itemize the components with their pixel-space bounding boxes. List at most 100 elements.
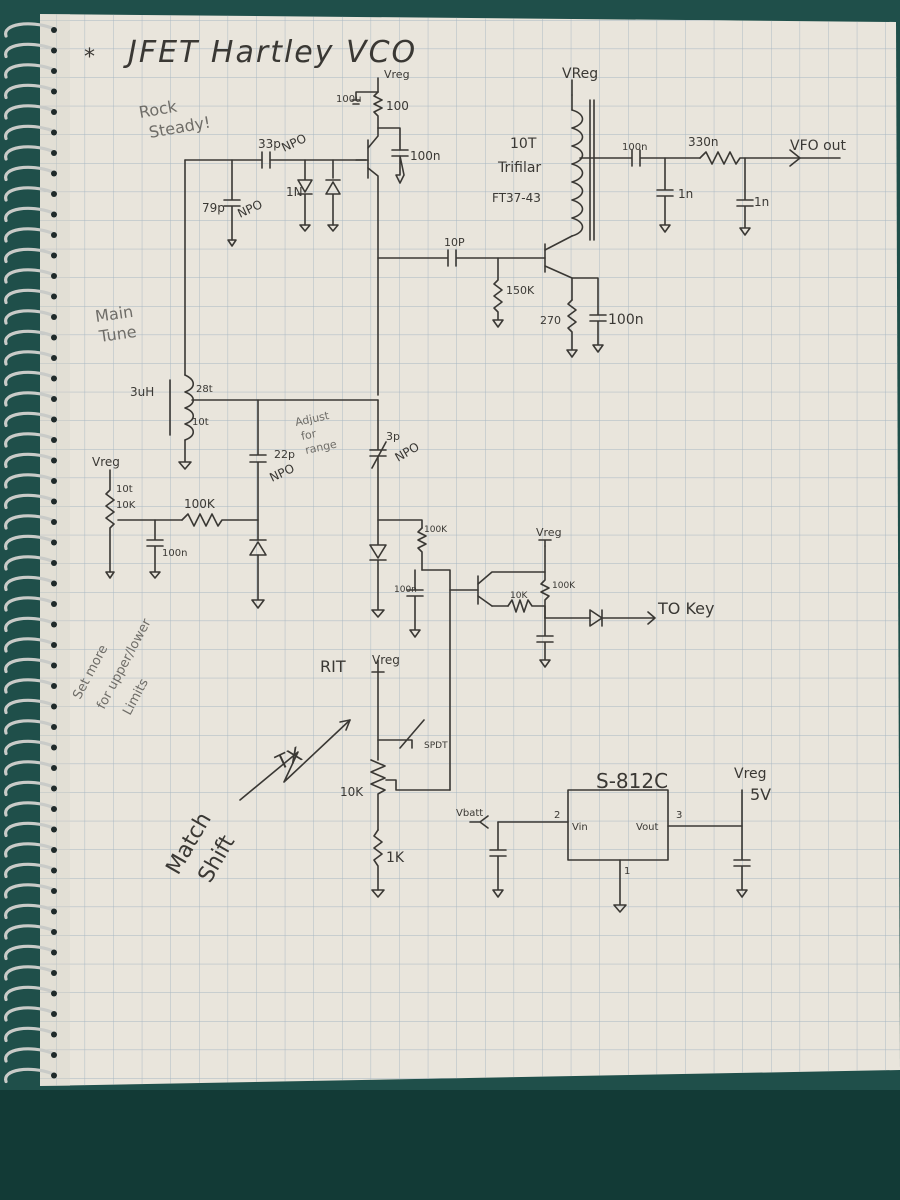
spiral-hole bbox=[51, 949, 57, 956]
spiral-hole bbox=[51, 683, 57, 689]
spiral-ring bbox=[4, 944, 54, 961]
spiral-ring bbox=[4, 63, 54, 79]
spiral-hole bbox=[51, 129, 57, 136]
spiral-hole bbox=[51, 642, 57, 648]
spiral-ring bbox=[4, 1006, 54, 1022]
spiral-ring bbox=[4, 637, 54, 653]
label-3uh: 3uH bbox=[130, 385, 154, 399]
schematic-lines bbox=[105, 77, 841, 913]
spiral-hole bbox=[51, 785, 57, 792]
note-adjust-2: for bbox=[300, 427, 318, 443]
spiral-hole bbox=[51, 744, 57, 751]
spiral-hole bbox=[51, 826, 57, 833]
spiral-hole bbox=[51, 457, 57, 464]
spiral-ring bbox=[4, 145, 54, 161]
spiral-ring bbox=[4, 309, 54, 325]
spiral-hole bbox=[51, 232, 57, 238]
spiral-ring bbox=[4, 657, 54, 674]
spiral-hole bbox=[51, 498, 57, 505]
label-c10p: 10P bbox=[444, 236, 465, 249]
label-r1k: 1K bbox=[386, 850, 405, 866]
label-l330n: 330n bbox=[688, 135, 719, 149]
spiral-ring bbox=[4, 227, 54, 243]
label-r10k-key: 10K bbox=[510, 591, 528, 601]
spiral-ring bbox=[4, 104, 54, 120]
label-vreg-tune: Vreg bbox=[92, 455, 120, 469]
spiral-ring bbox=[4, 739, 54, 756]
label-vin: Vin bbox=[572, 822, 588, 833]
spiral-ring bbox=[4, 268, 54, 284]
spiral-ring bbox=[4, 842, 54, 858]
label-pot-10t: 10t bbox=[116, 484, 133, 495]
spiral-ring bbox=[4, 760, 54, 776]
label-pin1: 1 bbox=[624, 866, 630, 877]
spiral-hole bbox=[51, 293, 57, 300]
spiral-hole bbox=[51, 396, 57, 402]
label-10t: 10t bbox=[192, 417, 209, 428]
label-r100u: 100u bbox=[336, 94, 361, 105]
spiral-ring bbox=[4, 514, 54, 530]
spiral-ring bbox=[4, 391, 54, 407]
label-28t: 28t bbox=[196, 384, 213, 395]
spiral-ring bbox=[4, 22, 54, 38]
spiral-hole bbox=[51, 847, 57, 853]
label-r100k-rit: 100K bbox=[424, 525, 448, 535]
spiral-hole bbox=[51, 888, 57, 894]
spiral-ring bbox=[4, 801, 54, 817]
spiral-hole bbox=[51, 580, 57, 587]
spiral-ring bbox=[4, 473, 54, 489]
spiral-ring bbox=[4, 596, 54, 612]
spiral-hole bbox=[51, 150, 57, 156]
desk-shadow bbox=[0, 1090, 900, 1200]
spiral-ring bbox=[4, 124, 54, 141]
spiral-ring bbox=[4, 924, 54, 940]
label-vreg-right: VReg bbox=[562, 66, 598, 82]
spiral-hole bbox=[51, 355, 57, 361]
label-vout: Vout bbox=[636, 822, 659, 833]
label-1n: 1N bbox=[286, 185, 303, 199]
label-pin2: 2 bbox=[554, 810, 560, 821]
spiral-hole bbox=[51, 867, 57, 874]
spiral-hole bbox=[51, 601, 57, 607]
label-rit: RIT bbox=[320, 657, 346, 676]
spiral-ring bbox=[4, 862, 54, 879]
spiral-hole bbox=[51, 724, 57, 730]
label-vbatt: Vbatt bbox=[456, 808, 483, 819]
label-c79p: 79p bbox=[202, 201, 225, 215]
spiral-ring bbox=[4, 780, 54, 797]
spiral-ring bbox=[4, 903, 54, 920]
spiral-ring bbox=[4, 370, 54, 387]
schematic-labels: JFET Hartley VCO * Rock Steady! 100u 100… bbox=[70, 35, 846, 887]
spiral-ring bbox=[4, 42, 54, 59]
label-regulator: S-812C bbox=[596, 769, 668, 793]
label-vreg-rit: Vreg bbox=[372, 653, 400, 667]
spiral-ring bbox=[4, 350, 54, 366]
spiral-hole bbox=[51, 437, 57, 443]
spiral-hole bbox=[51, 806, 57, 812]
label-r100k-key: 100K bbox=[552, 581, 576, 591]
label-to-key: TO Key bbox=[657, 599, 714, 618]
spiral-ring bbox=[4, 1026, 54, 1043]
spiral-ring bbox=[4, 883, 54, 899]
spiral-ring bbox=[4, 698, 54, 715]
spiral-hole bbox=[51, 908, 57, 915]
spiral-hole bbox=[51, 170, 57, 177]
spiral-ring bbox=[4, 432, 54, 448]
spiral-ring bbox=[4, 329, 54, 346]
spiral-hole bbox=[51, 703, 57, 710]
label-c100n-top: 100n bbox=[410, 149, 441, 163]
label-c100n-rit: 100n bbox=[394, 585, 417, 595]
label-vreg-key: Vreg bbox=[536, 526, 562, 539]
label-c3p: 3p bbox=[386, 430, 400, 443]
label-trifilar-2: Trifilar bbox=[497, 160, 541, 176]
spiral-ring bbox=[4, 493, 54, 510]
spiral-hole bbox=[51, 662, 57, 669]
label-vreg-top-left: Vreg bbox=[384, 68, 410, 81]
spiral-hole bbox=[51, 970, 57, 976]
spiral-ring bbox=[4, 186, 54, 202]
spiral-ring bbox=[4, 616, 54, 633]
spiral-hole bbox=[51, 416, 57, 423]
spiral-ring bbox=[4, 534, 54, 551]
spiral-hole bbox=[51, 1031, 57, 1038]
spiral-ring bbox=[4, 247, 54, 264]
